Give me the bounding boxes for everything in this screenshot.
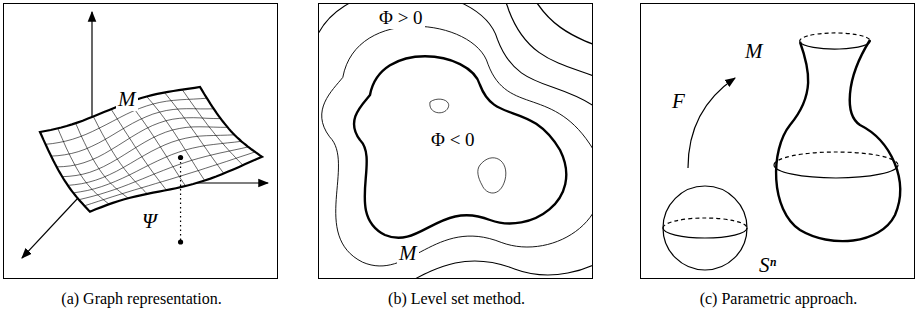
surface-stroke	[40, 87, 262, 212]
caption: (a) Graph representation.	[0, 290, 299, 308]
map-arrow	[688, 78, 735, 168]
surface-stroke	[84, 152, 255, 206]
surface-stroke	[111, 109, 166, 190]
region-label: Φ < 0	[431, 130, 475, 151]
height-function-label: Ψ	[142, 210, 157, 233]
caption: (b) Level set method.	[299, 290, 614, 308]
surface-stroke	[182, 90, 243, 166]
level-set-contours	[319, 4, 592, 278]
sphere	[663, 186, 747, 270]
surface-stroke	[129, 102, 186, 186]
figure-panel: MΨ(a) Graph representation.	[3, 3, 278, 279]
surface-label: M	[116, 88, 138, 111]
point-dot	[178, 239, 183, 244]
projection-line	[180, 157, 181, 240]
surface-stroke	[164, 93, 223, 174]
surface-stroke	[73, 141, 241, 193]
point-dot	[178, 155, 183, 160]
graph-surface	[40, 87, 262, 245]
figure-panel: FMSⁿ(c) Parametric approach.	[640, 3, 915, 279]
surface-label: M	[397, 242, 419, 265]
parametric-surface	[774, 33, 900, 241]
surface-stroke	[57, 118, 221, 167]
axes	[22, 12, 268, 258]
sphere-label: Sⁿ	[759, 254, 776, 277]
caption: (c) Parametric approach.	[621, 290, 920, 308]
figure-panel: Φ > 0Φ < 0M(b) Level set method.	[318, 3, 593, 279]
region-label: Φ > 0	[377, 8, 425, 29]
surface-label: M	[745, 40, 763, 63]
surface-stroke	[76, 123, 129, 198]
map-label: F	[672, 90, 685, 113]
surface-stroke	[40, 87, 262, 212]
